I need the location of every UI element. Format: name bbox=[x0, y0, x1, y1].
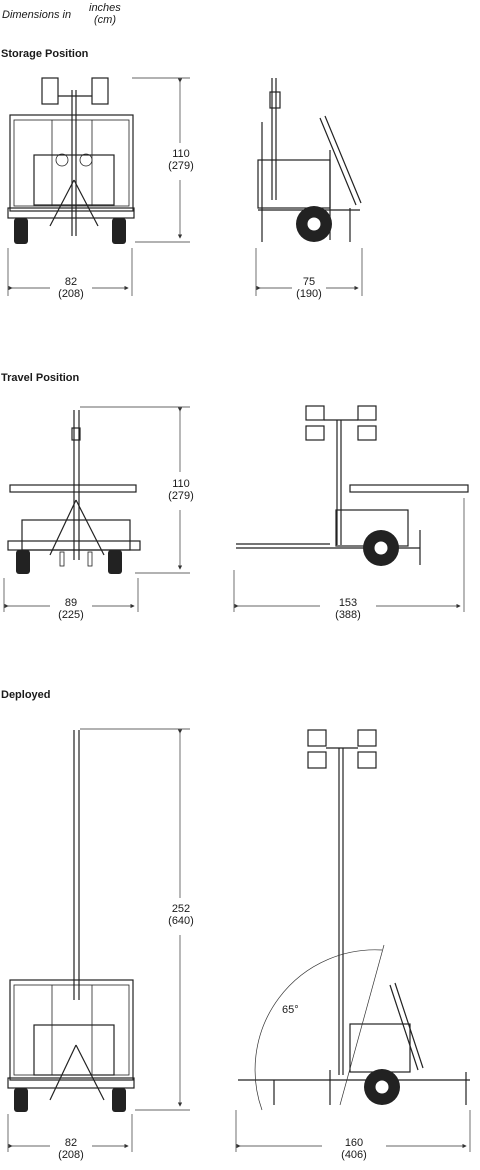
section-title-travel: Travel Position bbox=[1, 372, 80, 384]
travel-front-width: 89 (225) bbox=[41, 597, 101, 621]
dim-cm: (406) bbox=[341, 1149, 367, 1161]
dim-cm: (208) bbox=[58, 288, 84, 300]
storage-front-width: 82 (208) bbox=[41, 276, 101, 300]
dim-inches: 82 bbox=[64, 1137, 78, 1149]
storage-side-view bbox=[257, 78, 362, 242]
dim-cm: (279) bbox=[168, 160, 194, 172]
dim-cm: (225) bbox=[58, 609, 84, 621]
dim-inches: 110 bbox=[172, 478, 190, 490]
dim-cm: (279) bbox=[168, 490, 194, 502]
travel-side-view bbox=[236, 405, 469, 566]
section-title-deployed: Deployed bbox=[1, 689, 51, 701]
unit-secondary: (cm) bbox=[94, 14, 116, 26]
deployed-side-view bbox=[238, 729, 470, 1111]
deployed-side-length: 160 (406) bbox=[324, 1137, 384, 1161]
unit-primary: inches bbox=[89, 2, 121, 14]
dim-inches: 160 bbox=[344, 1137, 364, 1149]
dim-inches: 153 bbox=[338, 597, 358, 609]
section-title-storage: Storage Position bbox=[1, 48, 89, 60]
deployed-front-view bbox=[7, 730, 135, 1112]
travel-front-view bbox=[7, 410, 141, 574]
deployed-front-height: 252 (640) bbox=[151, 903, 211, 927]
travel-front-height: 110 (279) bbox=[151, 478, 211, 502]
dim-cm: (388) bbox=[335, 609, 361, 621]
dim-inches: 110 bbox=[172, 148, 190, 160]
travel-side-length: 153 (388) bbox=[318, 597, 378, 621]
storage-front-view bbox=[7, 77, 135, 244]
dimension-lines bbox=[3, 77, 471, 1152]
dim-inches: 252 bbox=[171, 903, 191, 915]
dim-inches: 75 bbox=[302, 276, 316, 288]
deployed-tilt-angle: 65° bbox=[282, 1004, 299, 1016]
dim-cm: (208) bbox=[58, 1149, 84, 1161]
units-label: Dimensions in bbox=[2, 9, 72, 21]
storage-side-length: 75 (190) bbox=[279, 276, 339, 300]
dim-cm: (190) bbox=[296, 288, 322, 300]
storage-front-height: 110 (279) bbox=[151, 148, 211, 172]
deployed-front-width: 82 (208) bbox=[41, 1137, 101, 1161]
dim-inches: 82 bbox=[64, 276, 78, 288]
dim-cm: (640) bbox=[168, 915, 194, 927]
dim-inches: 89 bbox=[64, 597, 78, 609]
